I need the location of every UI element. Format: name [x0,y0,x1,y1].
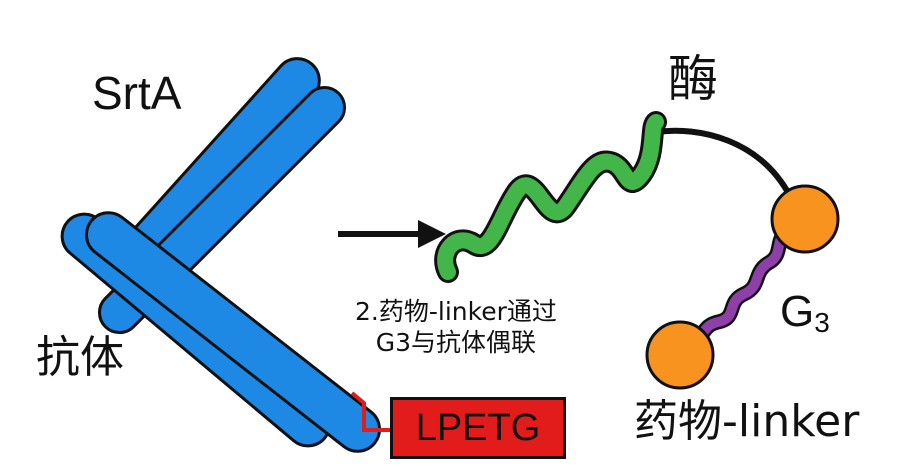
drug-linker-bead [645,320,715,390]
g3-label-sub: 3 [814,307,830,338]
drug-linker-label: 药物-linker [634,396,860,447]
g3-label-main: G [780,287,815,336]
enzyme-tether [655,127,793,198]
antibody-label: 抗体 [36,332,124,383]
enzyme-label: 酶 [668,50,718,108]
g3-label: G3 [780,290,830,337]
lpetg-tag: LPETG [390,397,566,459]
lpetg-connector [350,391,390,432]
antibody-shape [60,57,382,453]
srta-label: SrtA [92,67,182,119]
step-description-line2: G3与抗体偶联 [375,328,537,358]
step-description-line1: 2.药物-linker通过 [355,297,557,326]
g3-linker [682,218,806,348]
enzyme-helix [434,111,667,283]
reaction-arrow [338,220,446,248]
step-description: 2.药物-linker通过 G3与抗体偶联 [355,296,557,359]
antibody-light-chain-lower [84,211,382,453]
enzyme-bead [770,184,840,254]
